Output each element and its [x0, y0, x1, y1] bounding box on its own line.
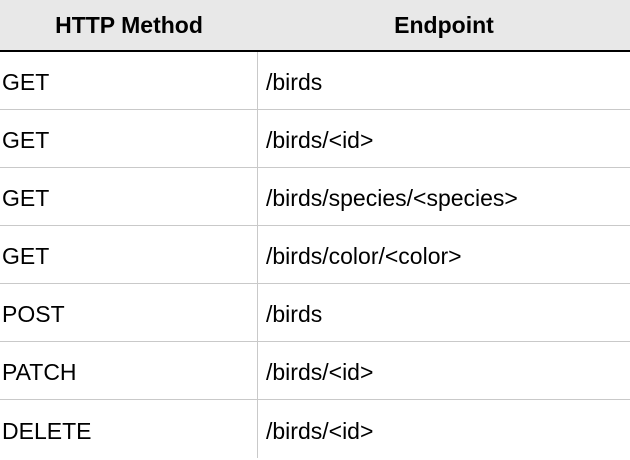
method-cell: PATCH	[0, 342, 258, 399]
endpoint-cell: /birds	[266, 69, 323, 95]
method-cell: GET	[0, 52, 258, 109]
table-row: GET /birds	[0, 52, 630, 110]
endpoint-cell: /birds/<id>	[266, 359, 374, 385]
table-row: POST /birds	[0, 284, 630, 342]
method-cell: GET	[0, 110, 258, 167]
table-row: GET /birds/color/<color>	[0, 226, 630, 284]
method-cell: DELETE	[0, 400, 258, 458]
endpoint-cell: /birds/species/<species>	[266, 185, 518, 211]
method-cell: POST	[0, 284, 258, 341]
endpoint-cell: /birds/color/<color>	[266, 243, 462, 269]
table-row: DELETE /birds/<id>	[0, 400, 630, 458]
method-cell: GET	[0, 226, 258, 283]
table-row: GET /birds/<id>	[0, 110, 630, 168]
table-row: PATCH /birds/<id>	[0, 342, 630, 400]
header-http-method: HTTP Method	[55, 11, 203, 38]
endpoint-cell: /birds/<id>	[266, 417, 374, 444]
endpoint-cell: /birds/<id>	[266, 127, 374, 153]
table-row: GET /birds/species/<species>	[0, 168, 630, 226]
method-cell: GET	[0, 168, 258, 225]
endpoint-cell: /birds	[266, 301, 323, 327]
header-endpoint: Endpoint	[394, 11, 494, 38]
table-header-row: HTTP Method Endpoint	[0, 0, 630, 52]
